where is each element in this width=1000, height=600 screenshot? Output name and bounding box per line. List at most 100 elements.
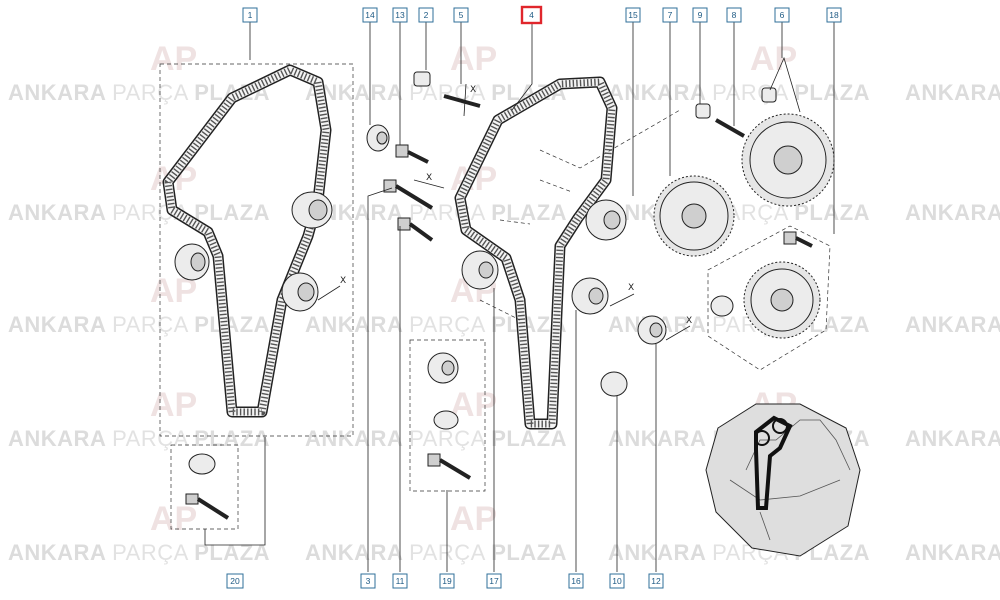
- watermark-text: ANKARA: [905, 200, 1000, 225]
- watermark-text: ANKARA PARÇA PLAZA: [8, 426, 270, 451]
- timing-belt: [454, 76, 618, 430]
- belt-kit-assembly: X: [159, 63, 354, 437]
- watermark-text: ANKARA PARÇA PLAZA: [608, 540, 870, 565]
- callout-15[interactable]: 15: [625, 7, 641, 23]
- roller-19: [427, 352, 459, 384]
- watermark-text: ANKARA PARÇA PLAZA: [608, 80, 870, 105]
- callout-6[interactable]: 6: [774, 7, 790, 23]
- callout-5[interactable]: 5: [453, 7, 469, 23]
- watermark-text: ANKARA PARÇA PLAZA: [8, 200, 270, 225]
- nut-6: [761, 87, 777, 103]
- watermark-logo: AP: [150, 386, 197, 424]
- svg-text:4: 4: [529, 10, 534, 20]
- watermark-text: ANKARA: [905, 426, 1000, 451]
- dimension-x-kit: X: [340, 276, 346, 286]
- roller-kit-left: [174, 243, 210, 281]
- watermark-text: ANKARA PARÇA PLAZA: [305, 540, 567, 565]
- callout-19[interactable]: 19: [439, 573, 455, 589]
- svg-text:7: 7: [668, 10, 673, 20]
- roller-kit-19: [409, 339, 486, 492]
- callout-17[interactable]: 17: [486, 573, 502, 589]
- callout-14[interactable]: 14: [362, 7, 378, 23]
- main-rollers: X X: [461, 199, 692, 397]
- seal-18: [710, 295, 734, 317]
- bolt-19: [427, 453, 472, 480]
- roller-16: [571, 277, 609, 315]
- nut-9: [695, 103, 711, 119]
- dimension-x-5: X: [470, 85, 476, 95]
- kit-boundary: [159, 63, 354, 437]
- spacer-10: [600, 371, 628, 397]
- callout-11[interactable]: 11: [392, 573, 408, 589]
- bolt-kit-20: [170, 437, 266, 546]
- bolt-8: [715, 118, 745, 138]
- watermark-logo: AP: [450, 500, 497, 538]
- crank-kit-18: [707, 225, 831, 371]
- svg-text:18: 18: [829, 10, 839, 20]
- svg-text:20: 20: [230, 576, 240, 586]
- nut-2: [413, 71, 431, 87]
- dimension-x-16: X: [628, 283, 634, 293]
- svg-text:13: 13: [395, 10, 405, 20]
- callout-18[interactable]: 18: [826, 7, 842, 23]
- watermark-logo: AP: [150, 500, 197, 538]
- bolt-3: X: [383, 173, 445, 210]
- kit-20-boundary: [170, 444, 239, 530]
- callout-20[interactable]: 20: [226, 573, 244, 589]
- watermark-text: ANKARA PARÇA PLAZA: [8, 80, 270, 105]
- callout-9[interactable]: 9: [692, 7, 708, 23]
- camshaft-sprocket-7: [653, 175, 735, 257]
- bolt-20: [185, 493, 230, 520]
- leader-lines: [249, 22, 835, 572]
- callout-3[interactable]: 3: [360, 573, 376, 589]
- callout-13[interactable]: 13: [392, 7, 408, 23]
- callout-layer: 1 14 13 2 5 4 15 7 9 8 6 18 20 3 11 19 1…: [226, 5, 842, 589]
- spacer-20: [188, 453, 216, 475]
- alignment-lines: [479, 109, 681, 321]
- watermark-layer: ANKARA PARÇA PLAZA ANKARA PARÇA PLAZA ANKA…: [8, 40, 1000, 565]
- callout-2[interactable]: 2: [418, 7, 434, 23]
- svg-text:1: 1: [248, 10, 253, 20]
- svg-text:11: 11: [396, 576, 405, 586]
- bolt-11: [397, 217, 434, 242]
- watermark-text: ANKARA PARÇA PLAZA: [305, 426, 567, 451]
- svg-text:12: 12: [651, 576, 661, 586]
- tensioner-kit: [281, 272, 319, 312]
- bolt-18: [783, 231, 813, 248]
- roller-kit-upper: [291, 191, 333, 229]
- spacer-19: [433, 410, 459, 430]
- callout-12[interactable]: 12: [648, 573, 664, 589]
- svg-text:14: 14: [365, 10, 375, 20]
- svg-text:6: 6: [780, 10, 785, 20]
- dimension-x-12: X: [686, 316, 692, 326]
- watermark-text: ANKARA PARÇA PLAZA: [8, 312, 270, 337]
- svg-text:10: 10: [612, 576, 622, 586]
- middle-hardware: X X: [366, 71, 481, 242]
- callout-16[interactable]: 16: [568, 573, 584, 589]
- kit-18-boundary: [707, 225, 831, 371]
- watermark-logo: AP: [750, 40, 797, 78]
- watermark-text: ANKARA PARÇA PLAZA: [608, 200, 870, 225]
- camshaft-pulley-6: [741, 113, 835, 207]
- svg-text:15: 15: [628, 10, 638, 20]
- roller-17: [461, 250, 499, 290]
- svg-text:5: 5: [459, 10, 464, 20]
- stud-5: X: [443, 83, 481, 117]
- bolt-13: [395, 144, 429, 164]
- svg-text:17: 17: [489, 576, 499, 586]
- engine-thumbnail: [705, 403, 861, 557]
- kit-19-boundary: [409, 339, 486, 492]
- callout-8[interactable]: 8: [726, 7, 742, 23]
- svg-text:16: 16: [571, 576, 581, 586]
- callout-1[interactable]: 1: [242, 7, 258, 23]
- watermark-text: ANKARA PARÇA PLAZA: [305, 200, 567, 225]
- callout-4-selected[interactable]: 4: [520, 5, 543, 25]
- svg-text:19: 19: [442, 576, 452, 586]
- callout-7[interactable]: 7: [662, 7, 678, 23]
- watermark-text: ANKARA: [905, 312, 1000, 337]
- callout-10[interactable]: 10: [609, 573, 625, 589]
- watermark-logo: AP: [150, 40, 197, 78]
- roller-15: [585, 199, 627, 241]
